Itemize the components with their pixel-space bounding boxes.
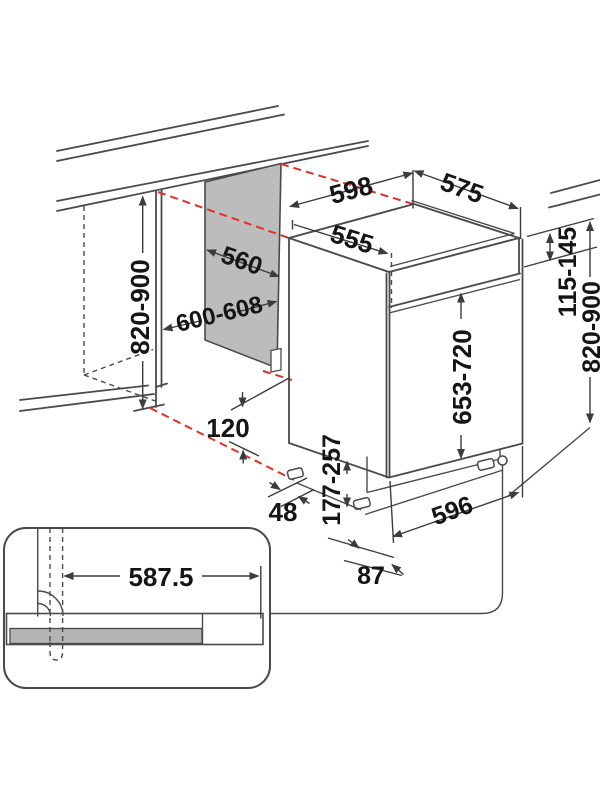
dim-door-panel-height-label: 653-720	[447, 329, 477, 424]
dim-base-width-label: 596	[428, 491, 477, 531]
inset-frame	[3, 527, 271, 689]
top-face	[285, 203, 523, 273]
plinth-bar-gray	[9, 627, 203, 645]
dim-niche-height-label: 820-900	[125, 259, 155, 354]
dim-door-panel-height: 653-720	[447, 292, 477, 459]
foot-rear-left	[286, 467, 304, 480]
dim-side-clearance-label: 48	[269, 497, 298, 527]
dim-plinth-recess: 120	[206, 377, 290, 464]
side-panel-notch	[270, 347, 282, 373]
dim-top-width-label: 598	[326, 170, 376, 210]
dim-side-clearance: 48	[267, 477, 315, 527]
dim-plinth-recess-label: 120	[206, 413, 249, 443]
detail-inset: 587.5	[3, 527, 271, 689]
callout-line	[270, 465, 504, 615]
dim-niche-height: 820-900	[125, 195, 155, 410]
dim-plinth-height-label: 177-257	[318, 434, 346, 526]
foot-front-right	[476, 457, 495, 471]
dim-top-width: 598	[289, 170, 414, 210]
dim-total-depth-label: 575	[436, 166, 487, 209]
dim-overall-height: 820-900	[578, 221, 600, 424]
foot-front-left	[352, 496, 371, 510]
niche-left-wall	[19, 189, 168, 412]
foot-detail-marker	[497, 455, 508, 466]
dim-overall-height-label: 820-900	[578, 281, 600, 373]
dim-base-offset-label: 87	[357, 562, 385, 590]
dim-top-adjust: 115-145	[523, 217, 598, 317]
dim-detail-width-label: 587.5	[128, 562, 193, 592]
worktop-lines	[56, 105, 600, 212]
dim-plinth-height: 177-257	[318, 434, 351, 526]
dim-base-offset: 87	[327, 537, 404, 590]
dim-top-adjust-label: 115-145	[554, 227, 582, 317]
dim-detail-width: 587.5	[63, 562, 262, 619]
dishwasher-unit	[285, 199, 591, 516]
